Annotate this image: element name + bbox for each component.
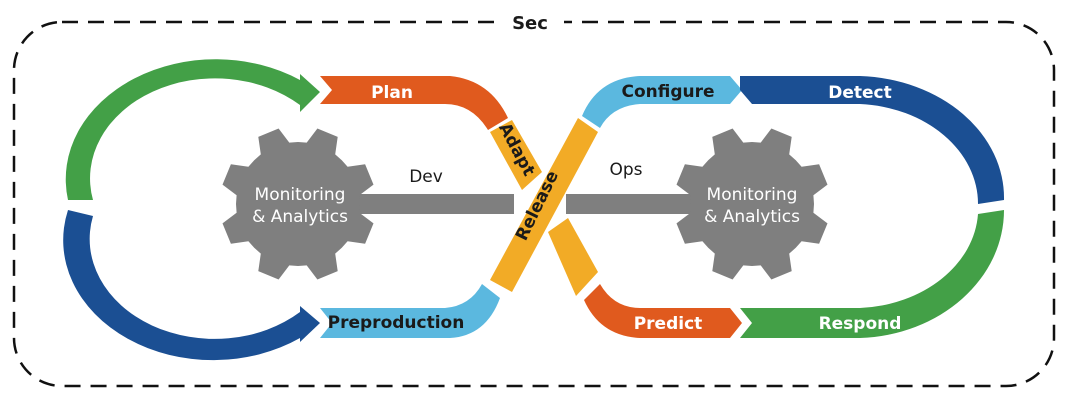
respond-label: Respond <box>819 314 902 334</box>
right-gear-line1: Monitoring <box>707 185 798 205</box>
predict-segment <box>584 284 742 338</box>
plan-label: Plan <box>371 83 413 103</box>
right-gear-line2: & Analytics <box>704 207 800 227</box>
left-gear-line2: & Analytics <box>252 207 348 227</box>
detect-label: Detect <box>828 83 892 103</box>
preproduction-label: Preproduction <box>328 313 465 333</box>
left-gear-icon <box>222 128 374 280</box>
create-segment <box>65 59 301 200</box>
configure-segment <box>582 76 742 128</box>
release-lower-segment <box>548 218 598 296</box>
predict-label: Predict <box>634 314 703 334</box>
configure-label: Configure <box>621 82 714 102</box>
adapt-segment <box>490 120 542 190</box>
verify-label: Verify <box>182 313 238 333</box>
respond-segment <box>740 210 1004 338</box>
dev-label: Dev <box>409 167 443 187</box>
release-segment <box>490 118 598 292</box>
preproduction-segment <box>320 284 500 338</box>
verify-segment <box>63 210 300 361</box>
sec-title: Sec <box>512 13 548 34</box>
left-gear-line1: Monitoring <box>255 185 346 205</box>
gear-body <box>222 128 374 280</box>
detect-segment <box>740 76 1005 204</box>
right-gear-icon <box>676 128 828 280</box>
plan-segment <box>320 76 508 130</box>
create-label: Create <box>181 85 245 105</box>
gear-body <box>676 128 828 280</box>
ops-label: Ops <box>609 160 642 180</box>
